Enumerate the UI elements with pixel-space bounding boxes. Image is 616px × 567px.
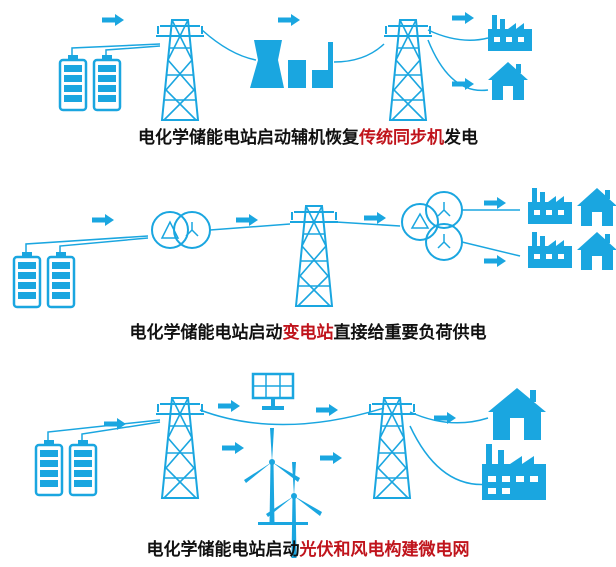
- factory-icon: [482, 444, 546, 500]
- connection-line: [71, 43, 161, 55]
- connection-line: [461, 241, 521, 257]
- connection-line: [409, 425, 491, 486]
- factory-icon: [528, 232, 572, 268]
- house-icon: [488, 62, 528, 100]
- power-plant-icon: [250, 40, 333, 88]
- transmission-tower-icon: [367, 397, 417, 499]
- connection-line: [25, 235, 149, 252]
- battery-bank-icon: [34, 438, 98, 497]
- connection-line: [335, 221, 401, 227]
- connection-line: [333, 43, 385, 63]
- flow-arrow: [452, 12, 474, 24]
- connection-line: [209, 223, 291, 231]
- connection-line: [427, 39, 489, 92]
- three-winding-transformer-icon: [401, 191, 463, 261]
- flow-arrow: [236, 214, 258, 226]
- panel-2: [12, 188, 616, 309]
- transformer-icon: [151, 211, 211, 249]
- connection-line: [105, 45, 161, 55]
- transmission-tower-icon: [155, 397, 205, 499]
- panel-1-caption: 电化学储能电站启动辅机恢复传统同步机发电: [138, 127, 478, 148]
- wind-turbine-icon: [244, 428, 300, 524]
- flow-arrow: [320, 452, 342, 464]
- flow-arrow: [484, 255, 506, 267]
- flow-arrow: [278, 14, 300, 26]
- panel-3-caption: 电化学储能电站启动光伏和风电构建微电网: [147, 539, 470, 560]
- house-icon: [488, 388, 546, 440]
- transmission-tower-icon: [289, 205, 339, 307]
- connection-line: [201, 29, 257, 61]
- panel-3: [34, 372, 546, 558]
- factory-icon: [488, 15, 532, 51]
- connection-line: [47, 419, 161, 440]
- battery-bank-icon: [58, 53, 122, 112]
- connection-line: [81, 421, 161, 440]
- connection-line: [409, 411, 489, 424]
- connection-line: [427, 29, 489, 41]
- flow-arrow: [316, 404, 338, 416]
- house-icon: [577, 188, 616, 226]
- connection-line: [59, 237, 149, 252]
- connection-line: [199, 407, 385, 426]
- transmission-tower-icon: [383, 19, 433, 121]
- flow-arrow: [484, 197, 506, 209]
- flow-arrow: [102, 14, 124, 26]
- panel-1: [58, 12, 532, 121]
- transmission-tower-icon: [155, 19, 205, 121]
- ground-line: [258, 522, 308, 525]
- flow-arrow: [92, 214, 114, 226]
- flow-arrow: [218, 400, 240, 412]
- flow-arrow: [222, 442, 244, 454]
- house-icon: [577, 232, 616, 270]
- battery-bank-icon: [12, 250, 76, 309]
- panel-2-caption: 电化学储能电站启动变电站直接给重要负荷供电: [130, 322, 487, 343]
- flow-arrow: [364, 212, 386, 224]
- factory-icon: [528, 188, 572, 224]
- solar-panel-icon: [251, 372, 295, 410]
